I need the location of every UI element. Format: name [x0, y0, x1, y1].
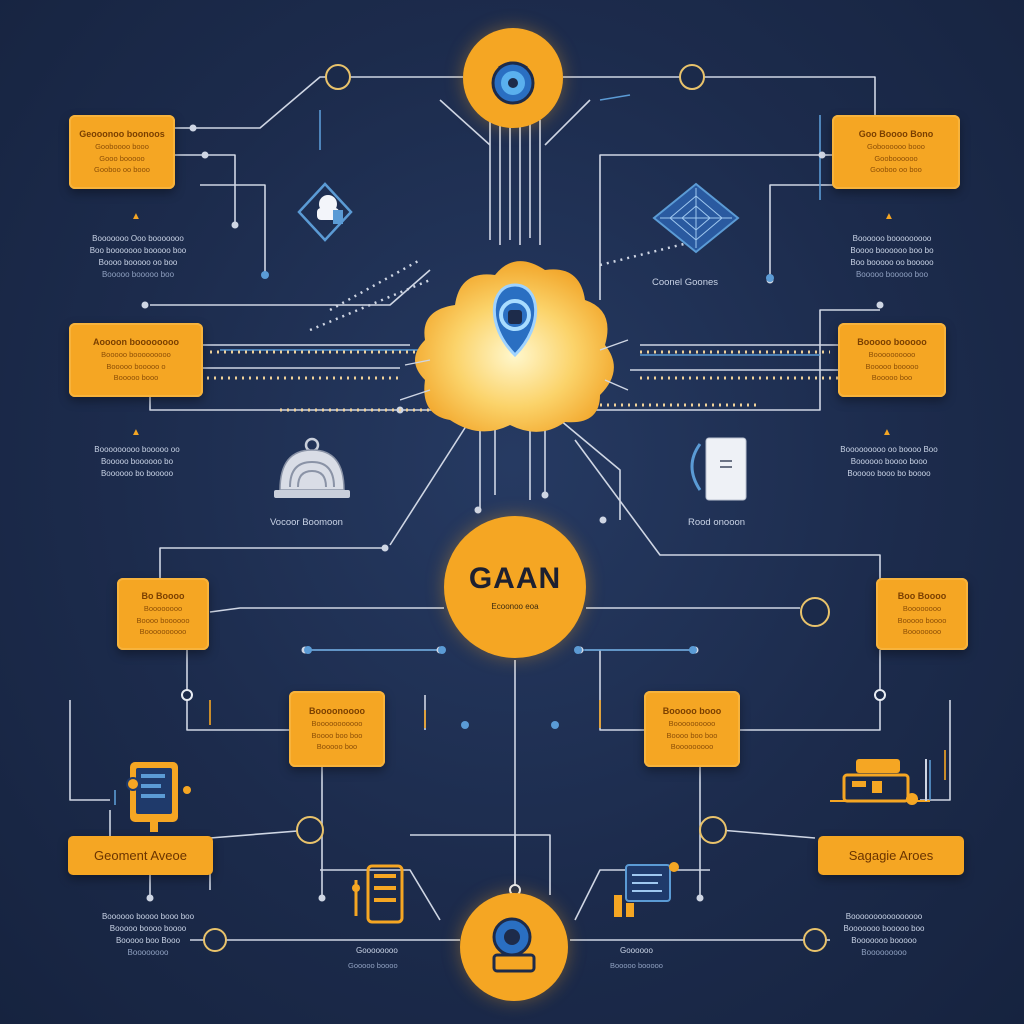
box-line: Booooo booooo — [865, 361, 919, 371]
box-line: Boooooooo — [143, 604, 183, 614]
shield-icon — [491, 61, 535, 105]
caption-bottom-right-sub: Booooo booooo — [610, 961, 663, 970]
camera-icon — [492, 917, 536, 973]
machine-icon — [830, 759, 930, 805]
box-line: Booooo booooo o — [106, 361, 166, 371]
warning-icon: ▲ — [131, 211, 141, 222]
box-inner-left: Boooonoooo Booooooooooo Boooo boo boo Bo… — [289, 691, 385, 767]
network-icon — [652, 182, 740, 254]
note-mid-left: Booooooooo booooo oo Booooo boooooo bo B… — [62, 444, 212, 480]
caption-coonel-goones: Coonel Goones — [652, 277, 719, 288]
box-line: Booooo booo — [113, 373, 159, 383]
note-line: Booooo booooo boo — [855, 270, 929, 279]
robot-arm-icon — [352, 864, 404, 924]
note-top-right: Boooooo booooooooo Boooo boooooo boo bo … — [822, 233, 962, 281]
box-low-left: Bo Boooo Boooooooo Boooo boooooo Boooooo… — [117, 578, 209, 650]
note-line: Boooo boooooo boo bo — [850, 246, 934, 255]
box-top-right: Goo Boooo Bono Goboooooo booo Gooboooooo… — [832, 115, 960, 189]
box-low-right: Boo Boooo Boooooooo Booooo boooo Boooooo… — [876, 578, 968, 650]
note-line: Booooooooo booooo oo — [94, 445, 180, 454]
note-mid-right: Booooooooo oo boooo Boo Boooooo boooo bo… — [816, 444, 962, 480]
box-title: Bo Boooo — [141, 591, 185, 602]
note-line: Booooo boooo boooo — [109, 924, 187, 933]
box-title: Boooonoooo — [309, 706, 365, 717]
note-line: Booooooooo — [861, 948, 907, 957]
caption-rood-onooon: Rood onooon — [688, 517, 746, 528]
note-line: Boooooo booooooooo — [852, 234, 932, 243]
note-line: Boo booooo oo booooo — [850, 258, 934, 267]
box-title: Goo Boooo Bono — [858, 129, 934, 140]
note-top-left: Booooooo Ooo booooooo Boo booooooo boooo… — [68, 233, 208, 281]
box-title: Aoooon boooooooo — [93, 337, 179, 348]
box-line: Boooooooooo — [668, 719, 716, 729]
geoment-aveoe-button[interactable]: Geoment Aveoe — [68, 836, 213, 875]
note-line: Booooooooo oo boooo Boo — [840, 445, 938, 454]
note-line: Booooooo booooo boo — [843, 924, 925, 933]
box-line: Booooo boooo — [897, 615, 947, 625]
box-title: Booooo booooo — [857, 337, 927, 348]
note-line: Booooo boo Booo — [115, 936, 181, 945]
box-line: Booooooooo — [670, 742, 714, 752]
note-line: Boooooooo — [127, 948, 169, 957]
box-line: Boooooooo — [902, 604, 942, 614]
hub-subtitle: Ecoonoo eoa — [491, 601, 539, 611]
box-title: Booooo booo — [662, 706, 722, 717]
warning-icon: ▲ — [131, 427, 141, 438]
note-line: Booooooo booooo — [851, 936, 917, 945]
caption-bottom-center: Goooooooo — [356, 946, 398, 955]
caption-vocoor-boomoon: Vocoor Boomoon — [270, 517, 343, 528]
box-line: Booooo boo — [871, 373, 913, 383]
box-inner-right: Booooo booo Boooooooooo Boooo boo boo Bo… — [644, 691, 740, 767]
hub-title: GAAN — [468, 561, 562, 595]
network-icon — [297, 182, 353, 242]
box-line: Boooo boo boo — [311, 730, 363, 740]
box-mid-left: Aoooon boooooooo Booooo booooooooo Boooo… — [69, 323, 203, 397]
box-line: Gooboo oo boo — [870, 165, 922, 175]
caption-bottom-center-sub: Gooooo boooo — [348, 961, 398, 970]
box-line: Booooo booooooooo — [101, 350, 171, 360]
box-title: Geooonoo boonoos — [79, 129, 165, 140]
note-line: Boooooooooooooooo — [845, 912, 923, 921]
box-line: Booooooooooo — [311, 719, 363, 729]
note-line: Boo booooooo booooo boo — [89, 246, 187, 255]
box-line: Boooooooo — [902, 627, 942, 637]
box-line: Gooboooo booo — [95, 142, 149, 152]
box-line: Goboooooo booo — [867, 142, 925, 152]
box-line: Gooboooooo — [874, 153, 918, 163]
box-line: Boooooooooo — [868, 350, 916, 360]
note-bottom-right: Boooooooooooooooo Booooooo booooo boo Bo… — [814, 911, 954, 959]
box-line: Gooo booooo — [99, 153, 145, 163]
note-line: Booooo booo bo boooo — [847, 469, 931, 478]
note-line: Boooooo boooo booo boo — [101, 912, 195, 921]
note-line: Boooo booooo oo boo — [98, 258, 178, 267]
warning-icon: ▲ — [884, 211, 894, 222]
caption-bottom-right: Goooooo — [620, 946, 653, 955]
note-line: Booooooo Ooo booooooo — [92, 234, 184, 243]
box-line: Boooo boooooo — [136, 615, 190, 625]
device-icon — [690, 437, 747, 501]
clipboard-icon — [126, 762, 191, 832]
pipeline-icon — [614, 862, 679, 917]
balance-icon — [274, 437, 350, 498]
box-line: Gooboo oo booo — [94, 165, 150, 175]
warning-icon: ▲ — [882, 427, 892, 438]
box-line: Boooo boo boo — [666, 730, 718, 740]
box-mid-right: Booooo booooo Boooooooooo Booooo booooo … — [838, 323, 946, 397]
top-hub-node — [463, 28, 563, 128]
box-line: Booooo boo — [316, 742, 358, 752]
note-bottom-left: Boooooo boooo booo boo Booooo boooo booo… — [78, 911, 218, 959]
box-line: Boooooooooo — [139, 627, 187, 637]
box-title: Boo Boooo — [897, 591, 947, 602]
note-line: Boooooo bo booooo — [100, 469, 174, 478]
sagagie-aroes-button[interactable]: Sagagie Aroes — [818, 836, 964, 875]
note-line: Boooooo boooo booo — [850, 457, 928, 466]
note-line: Booooo boooooo bo — [100, 457, 174, 466]
main-hub-node: GAAN Ecoonoo eoa — [444, 516, 586, 658]
bottom-hub-node — [460, 893, 568, 1001]
box-top-left: Geooonoo boonoos Gooboooo booo Gooo booo… — [69, 115, 175, 189]
note-line: Booooo booooo boo — [101, 270, 175, 279]
brain-cloud-icon — [400, 261, 629, 432]
